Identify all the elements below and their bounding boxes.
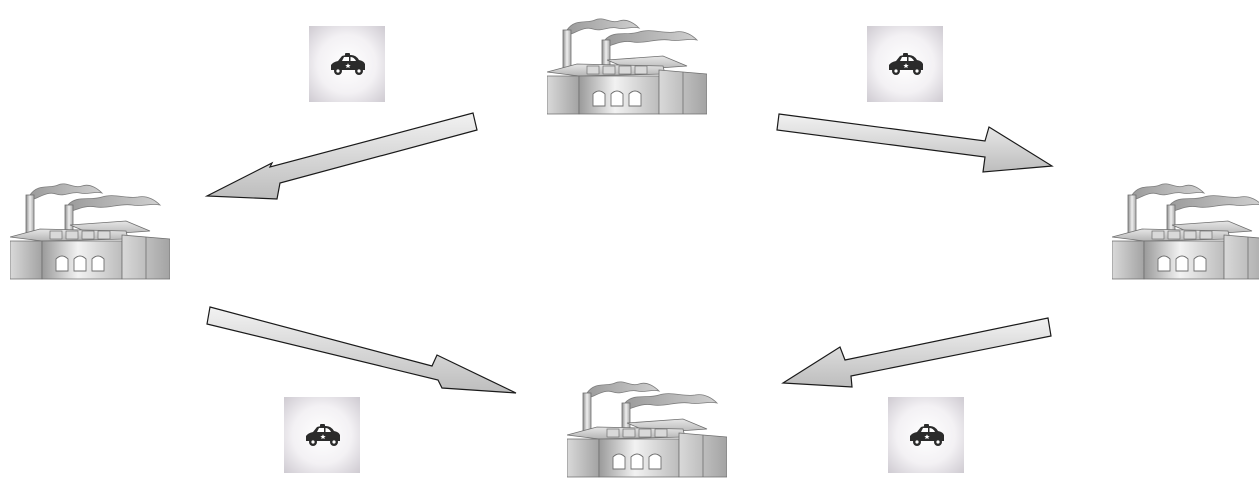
factories	[10, 18, 1259, 478]
police-car-icon	[309, 26, 385, 102]
police-car-icon	[284, 397, 360, 473]
arrows	[204, 112, 1054, 394]
police-car-icon	[888, 397, 964, 473]
factory-icon	[10, 183, 170, 280]
arrow-top-to-right	[776, 113, 1054, 173]
arrow-left-to-bottom	[206, 306, 517, 394]
factory-icon	[567, 381, 727, 478]
police-car-icon	[867, 26, 943, 102]
arrow-right-to-bottom	[781, 317, 1052, 388]
factory-icon	[547, 18, 707, 115]
factory-icon	[1112, 183, 1259, 280]
arrow-top-to-left	[204, 112, 478, 200]
